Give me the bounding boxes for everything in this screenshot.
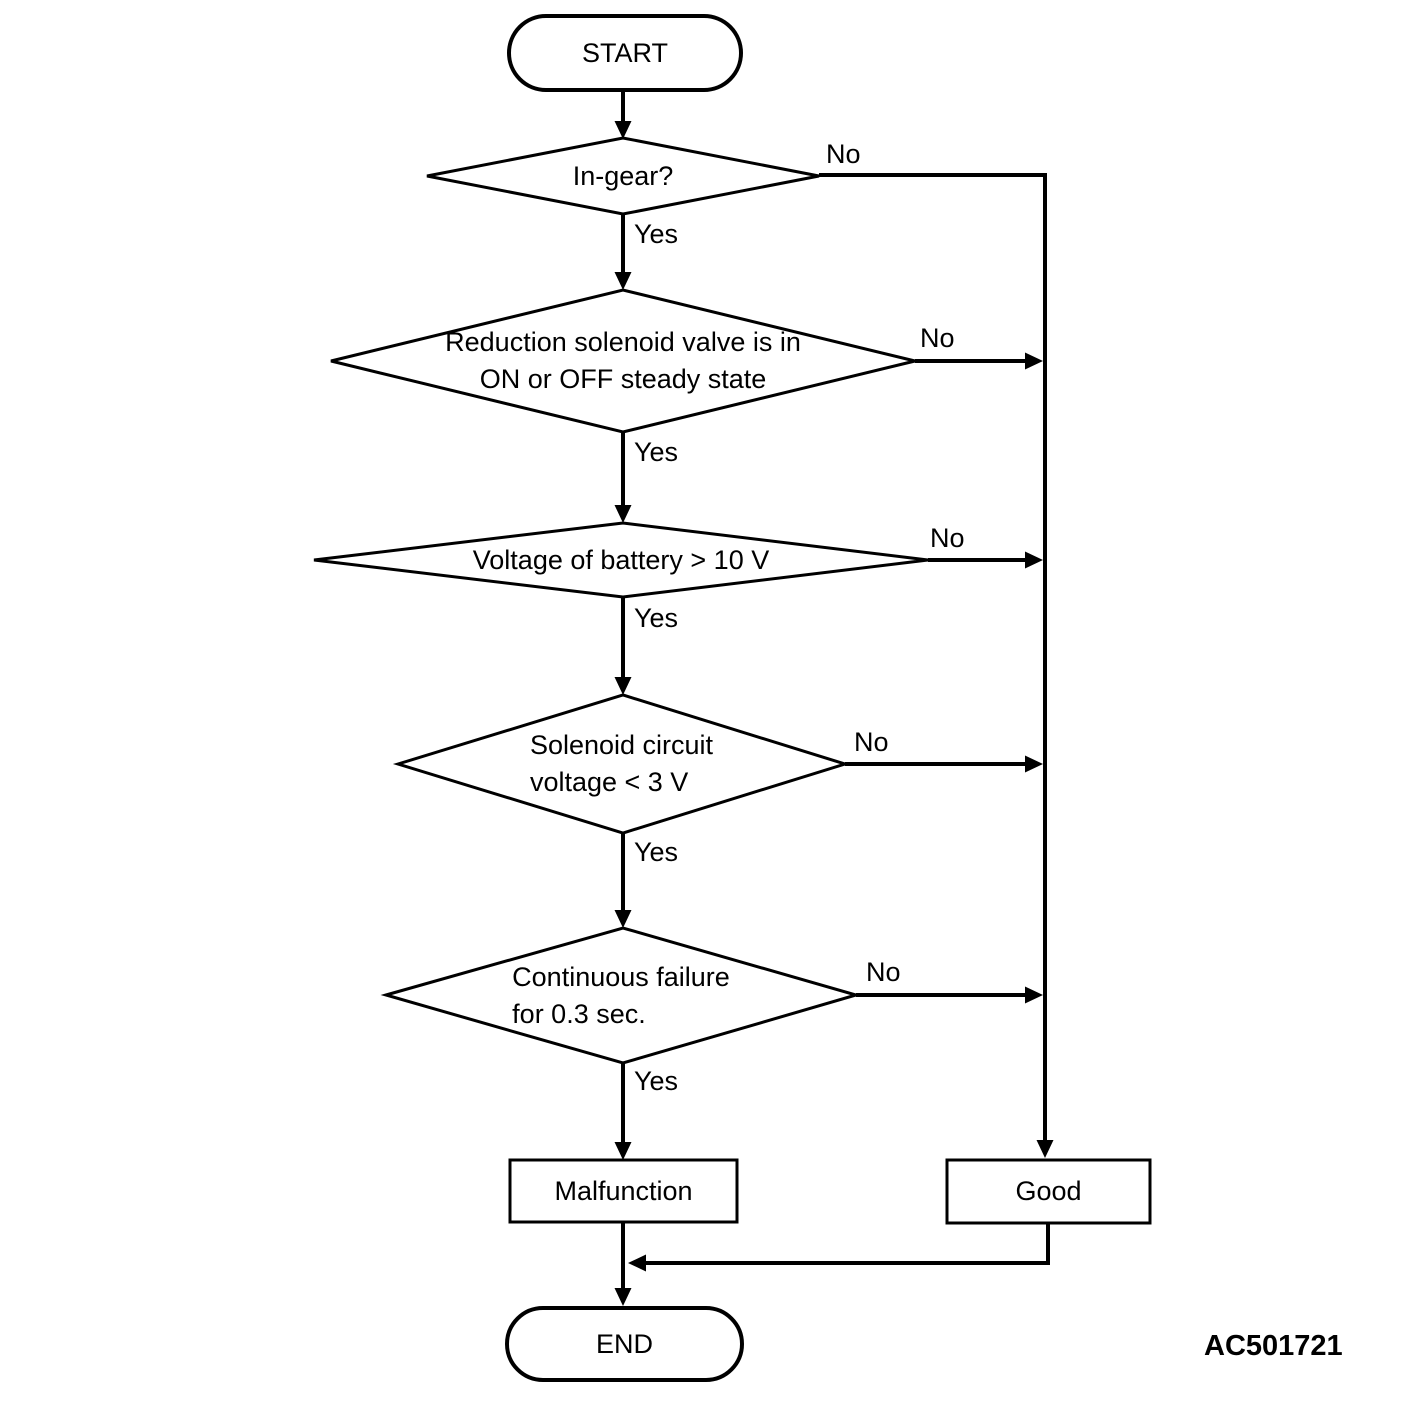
edge-in-gear-yes (614, 214, 632, 290)
decision-continuous-failure-shape (380, 926, 862, 1065)
continuous-failure-no-label: No (866, 957, 901, 987)
reduction-solenoid-yes-label: Yes (634, 437, 679, 467)
edge-battery-voltage-yes (614, 597, 632, 695)
arrowhead-down-icon (614, 1142, 632, 1160)
good-process-shape (945, 1158, 1152, 1225)
arrowhead-right-icon (1025, 755, 1043, 773)
malfunction-process-shape (508, 1158, 739, 1224)
solenoid-circuit-no-label: No (854, 727, 889, 757)
edge-solenoid-circuit-no (845, 755, 1043, 773)
arrowhead-down-icon (614, 272, 632, 290)
edge-malfunction-to-end (614, 1222, 632, 1306)
reduction-solenoid-no-label: No (920, 323, 955, 353)
start-terminator-shape (507, 14, 743, 92)
decision-battery-voltage-shape (313, 521, 929, 599)
edge-in-gear-no (819, 173, 1054, 1158)
edge-good-to-end (628, 1223, 1050, 1272)
arrowhead-down-icon (614, 910, 632, 928)
arrowhead-down-icon (614, 121, 632, 139)
solenoid-circuit-yes-label: Yes (634, 837, 679, 867)
arrowhead-down-icon (614, 677, 632, 695)
battery-voltage-no-label: No (930, 523, 965, 553)
edge-continuous-failure-yes (614, 1063, 632, 1160)
arrowhead-right-icon (1025, 986, 1043, 1004)
in-gear-no-label: No (826, 139, 861, 169)
arrowhead-down-icon (1036, 1140, 1054, 1158)
end-terminator-shape (505, 1306, 744, 1382)
continuous-failure-yes-label: Yes (634, 1066, 679, 1096)
battery-voltage-yes-label: Yes (634, 603, 679, 633)
decision-in-gear-shape (426, 136, 820, 216)
arrowhead-down-icon (614, 1288, 632, 1306)
arrowhead-right-icon (1025, 551, 1043, 569)
edge-start-to-in-gear (614, 90, 632, 139)
edge-battery-voltage-no (928, 551, 1043, 569)
arrowhead-down-icon (614, 505, 632, 523)
edge-solenoid-circuit-yes (614, 833, 632, 928)
edge-continuous-failure-no (856, 986, 1043, 1004)
decision-solenoid-circuit-shape (392, 693, 851, 835)
decision-reduction-solenoid-shape (330, 288, 916, 434)
edge-reduction-solenoid-yes (614, 432, 632, 523)
arrowhead-right-icon (1025, 352, 1043, 370)
edge-reduction-solenoid-no (915, 352, 1043, 370)
arrowhead-left-icon (628, 1254, 646, 1272)
figure-code: AC501721 (1204, 1330, 1343, 1362)
in-gear-yes-label: Yes (634, 219, 679, 249)
